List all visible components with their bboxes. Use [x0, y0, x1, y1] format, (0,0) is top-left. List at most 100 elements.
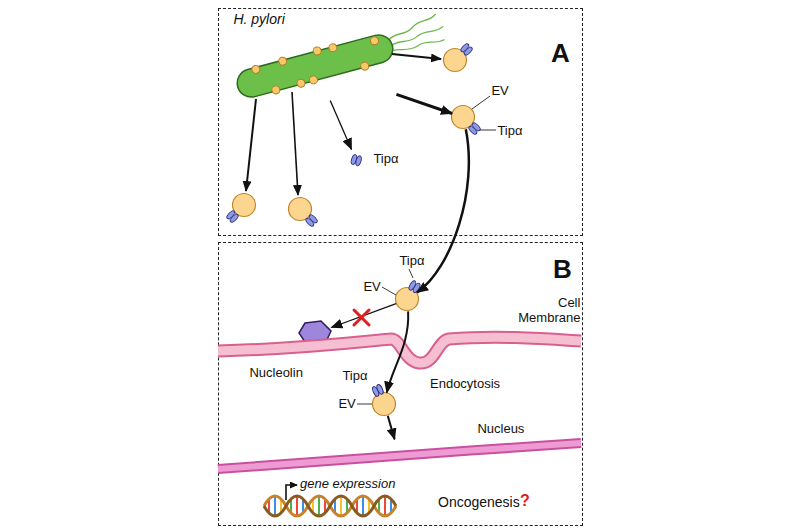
extracellular-vesicle: EVTipα: [451, 105, 475, 129]
extracellular-vesicle-shape: [451, 105, 475, 129]
tip-alpha-unit: [412, 283, 421, 294]
tip-alpha-unit: [355, 156, 362, 167]
tip-alpha-unit: [468, 125, 479, 136]
tip-alpha-unit: [304, 217, 315, 228]
cell-membrane-shape: [218, 325, 581, 371]
membrane-edge: [218, 338, 581, 364]
dna-rung: [368, 500, 370, 513]
dna-rung: [384, 497, 386, 515]
flagellum: [386, 14, 440, 40]
arrow-connector: [388, 416, 395, 440]
dna-rung: [356, 500, 358, 513]
panel-frame: BTipαEVNucleolinCell MembraneTipαEVNucle…: [218, 242, 583, 526]
protein-label: Tipα: [342, 368, 367, 383]
envelope-band: [218, 443, 581, 469]
tip-alpha-unit: [463, 46, 474, 57]
envelope-edge: [218, 443, 581, 469]
panel-frame: AH. pyloriEVTipαTipα: [218, 8, 583, 236]
arrow-connector: [331, 304, 396, 328]
free-tip-alpha: Tipα: [347, 149, 363, 167]
vesicle: [289, 198, 319, 228]
nuclear-envelope: Nucleus: [218, 439, 581, 475]
structure-label: Cell Membrane: [510, 295, 580, 325]
dna-rung: [302, 500, 304, 513]
dna-rung: [280, 500, 282, 513]
bacterium-shape: [234, 32, 396, 100]
dna-rung: [274, 497, 276, 515]
panel-letter: B: [553, 255, 572, 283]
arrow-connector: [387, 311, 408, 392]
surface-vesicle: [296, 79, 306, 89]
dna-rung: [378, 500, 380, 513]
secretion-arrow: [392, 54, 441, 59]
surface-vesicle: [251, 65, 261, 75]
edge-label: Endocytosis: [430, 376, 500, 391]
dna-rung: [362, 497, 364, 515]
dna-rung: [340, 497, 342, 515]
tip-alpha: [459, 42, 473, 56]
cell-membrane: Cell Membrane: [218, 325, 581, 371]
surface-vesicle: [313, 46, 323, 56]
surface-vesicle: [370, 36, 380, 46]
bacterium: H. pylori: [234, 32, 396, 100]
flagellum: [392, 37, 445, 55]
dna-rung: [318, 497, 320, 515]
dna-rung: [296, 497, 298, 515]
tip-alpha-unit: [308, 213, 319, 224]
dna-rung: [268, 500, 270, 513]
dna-strand: [264, 496, 396, 516]
leader-line: [382, 287, 396, 295]
tip-alpha: [468, 122, 482, 136]
structure-label: Nucleolin: [249, 365, 302, 380]
membrane-band: [218, 338, 581, 364]
protein-label: Tipα: [497, 123, 522, 138]
vesicle-body: [289, 198, 312, 221]
dna-rung: [290, 500, 292, 513]
organism-name: H. pylori: [233, 11, 284, 27]
surface-vesicle: [271, 85, 281, 95]
bacterium-body: [234, 32, 396, 100]
structure-label: Nucleus: [477, 421, 524, 436]
protein-label: Tipα: [373, 151, 398, 166]
arrow-connector: [330, 100, 351, 149]
dna-rung: [324, 500, 326, 513]
tip-alpha: [225, 209, 239, 223]
tip-alpha: [304, 213, 318, 227]
transcription-arrow: [286, 485, 297, 500]
question-mark: ?: [520, 492, 530, 510]
vesicle: [225, 194, 255, 224]
dna-strand: [264, 496, 396, 516]
free-tip-alpha-shape: [347, 149, 363, 167]
vesicle-label: EV: [491, 83, 508, 98]
tip-alpha: [372, 384, 385, 397]
block-cross: [354, 310, 369, 325]
surface-vesicle: [278, 57, 288, 67]
tip-alpha: [351, 154, 363, 167]
leader-line: [409, 269, 413, 278]
tip-alpha-unit: [225, 209, 236, 220]
leader-line: [472, 96, 490, 109]
tip-alpha-unit: [376, 384, 385, 395]
internalized-vesicle-shape: [372, 392, 396, 416]
extracellular-vesicle-shape: [395, 287, 419, 311]
flagellum: [390, 27, 444, 46]
extracellular-vesicle: TipαEV: [395, 287, 419, 311]
outcome-note: Oncogenesis: [438, 494, 520, 510]
surface-vesicle: [309, 75, 319, 85]
internalized-vesicle: TipαEV: [372, 392, 396, 416]
tip-alpha: [408, 280, 422, 294]
leader-line: [357, 404, 372, 405]
vesicle: [444, 42, 474, 71]
vesicle-label: EV: [338, 396, 355, 411]
vesicle-body: [452, 106, 475, 129]
leader-line: [480, 130, 496, 131]
tip-alpha-unit: [229, 213, 240, 224]
secretion-arrow: [246, 99, 256, 191]
arrow-connector: [417, 129, 469, 292]
dna-rung: [334, 500, 336, 513]
vesicle-body: [233, 194, 256, 217]
arrow-connector: [396, 94, 452, 113]
